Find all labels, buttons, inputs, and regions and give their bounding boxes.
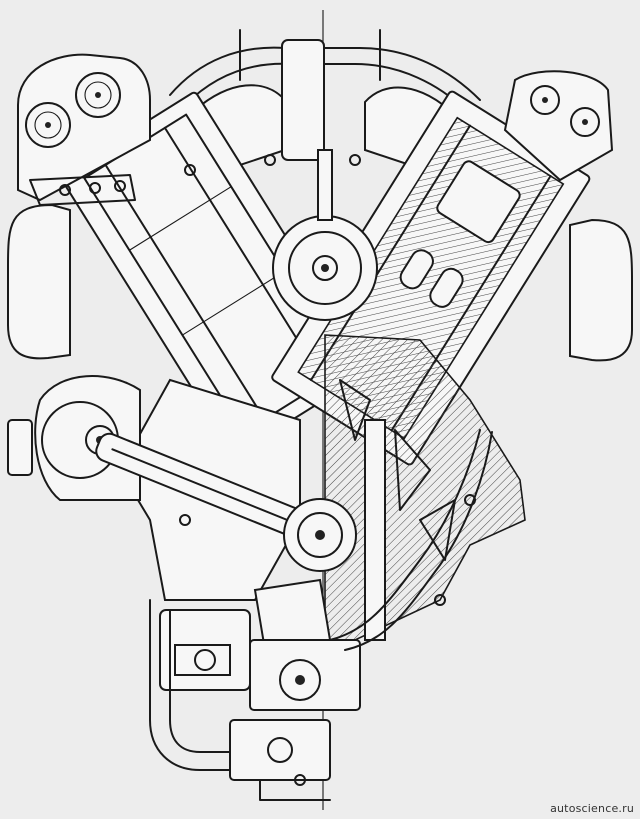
upper-center-gear	[272, 149, 378, 321]
crankcase	[118, 334, 526, 641]
bolts	[179, 154, 476, 786]
left-cam-housing	[17, 53, 151, 206]
left-air-box	[7, 203, 71, 360]
watermark: autoscience.ru	[550, 802, 634, 815]
oil-pipe	[149, 599, 331, 801]
left-pump-housing	[7, 375, 141, 501]
crankshaft	[253, 498, 357, 652]
oil-pump-assembly	[159, 429, 493, 711]
right-cam-housing	[503, 70, 614, 182]
right-air-box	[569, 218, 633, 362]
